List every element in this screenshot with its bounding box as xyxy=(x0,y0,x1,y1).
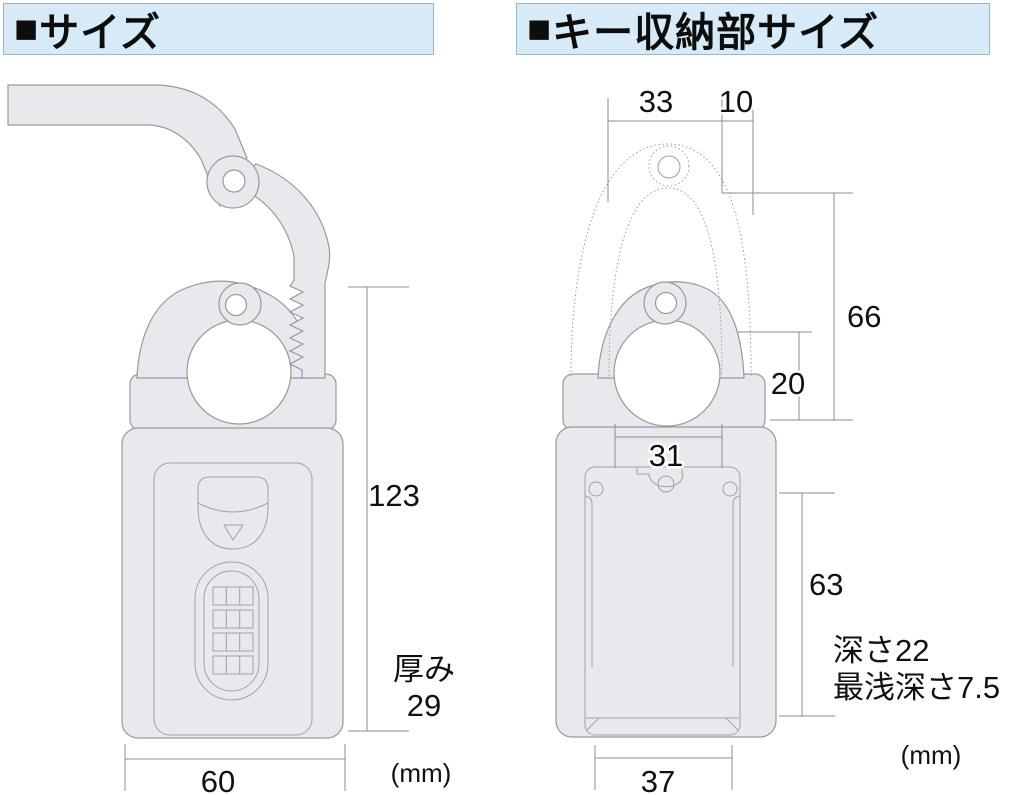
overall-dimensions: 123 厚み 29 (mm) 60 xyxy=(124,286,458,795)
latch-pin-hole xyxy=(657,475,675,493)
strap-hinge-pin-hole xyxy=(222,169,246,193)
shutter-curve xyxy=(197,502,269,513)
padlock-back-illustration xyxy=(555,143,777,738)
key-compartment-dimensions: 33 10 66 20 31 63 深さ22 最浅深さ7.5 (mm) 37 xyxy=(594,82,1003,795)
min-depth-note: 最浅深さ7.5 xyxy=(833,670,1000,705)
compartment-width-value: 37 xyxy=(641,764,675,795)
shackle-open-outer-phantom xyxy=(570,143,752,377)
opening-width-value: 31 xyxy=(649,438,683,473)
shackle-hinge-pin-hole xyxy=(224,293,248,317)
shutter-window xyxy=(197,476,269,550)
clearance-height-value: 66 xyxy=(847,299,881,334)
shackle-top-width-value: 33 xyxy=(639,84,673,119)
shackle-open-pin-hole-phantom xyxy=(657,155,681,179)
compartment-right-rail xyxy=(732,495,741,667)
screw-hole-left xyxy=(588,481,604,497)
shackle-opening-back xyxy=(613,319,721,427)
shackle-hinge-pin-hole-back xyxy=(654,291,678,315)
lock-body-face-panel xyxy=(153,462,313,736)
size-section-header: ■サイズ xyxy=(3,3,434,55)
lock-body-back xyxy=(555,426,777,738)
size-section-title: サイズ xyxy=(39,11,161,55)
height-value: 123 xyxy=(368,478,420,513)
unit-label-right: (mm) xyxy=(901,740,962,770)
key-compartment-section-title: キー収納部サイズ xyxy=(552,11,879,55)
thickness-label: 厚み xyxy=(393,652,455,687)
square-bullet-icon: ■ xyxy=(527,6,553,51)
depth-note: 深さ22 xyxy=(833,633,929,668)
latch-tab xyxy=(636,467,684,488)
keypad-bezel-outer xyxy=(194,561,269,701)
unit-label-left: (mm) xyxy=(391,758,452,788)
shackle-open-inner-phantom xyxy=(608,187,723,377)
thickness-value: 29 xyxy=(407,688,441,723)
shackle-bar-width-value: 10 xyxy=(719,84,753,119)
compartment-height-value: 63 xyxy=(809,567,843,602)
key-compartment-section-header: ■キー収納部サイズ xyxy=(516,3,990,55)
padlock-front-illustration xyxy=(7,84,344,739)
shackle-open-knob-phantom xyxy=(648,145,690,187)
bottom-ledge-right-chamfer xyxy=(725,717,739,731)
compartment-left-rail xyxy=(584,495,593,667)
lock-body xyxy=(121,427,344,739)
keypad-bezel-inner xyxy=(203,570,260,692)
keypad-dial-grid xyxy=(212,586,254,675)
width-value: 60 xyxy=(201,764,235,795)
shackle-opening xyxy=(186,319,292,425)
bottom-ledge-left-chamfer xyxy=(586,717,600,731)
serrated-arm xyxy=(230,163,331,379)
opening-height-value: 20 xyxy=(771,366,805,401)
key-compartment-outline xyxy=(584,466,741,736)
down-triangle-icon xyxy=(223,524,244,541)
square-bullet-icon: ■ xyxy=(14,6,40,51)
screw-hole-right xyxy=(722,481,738,497)
